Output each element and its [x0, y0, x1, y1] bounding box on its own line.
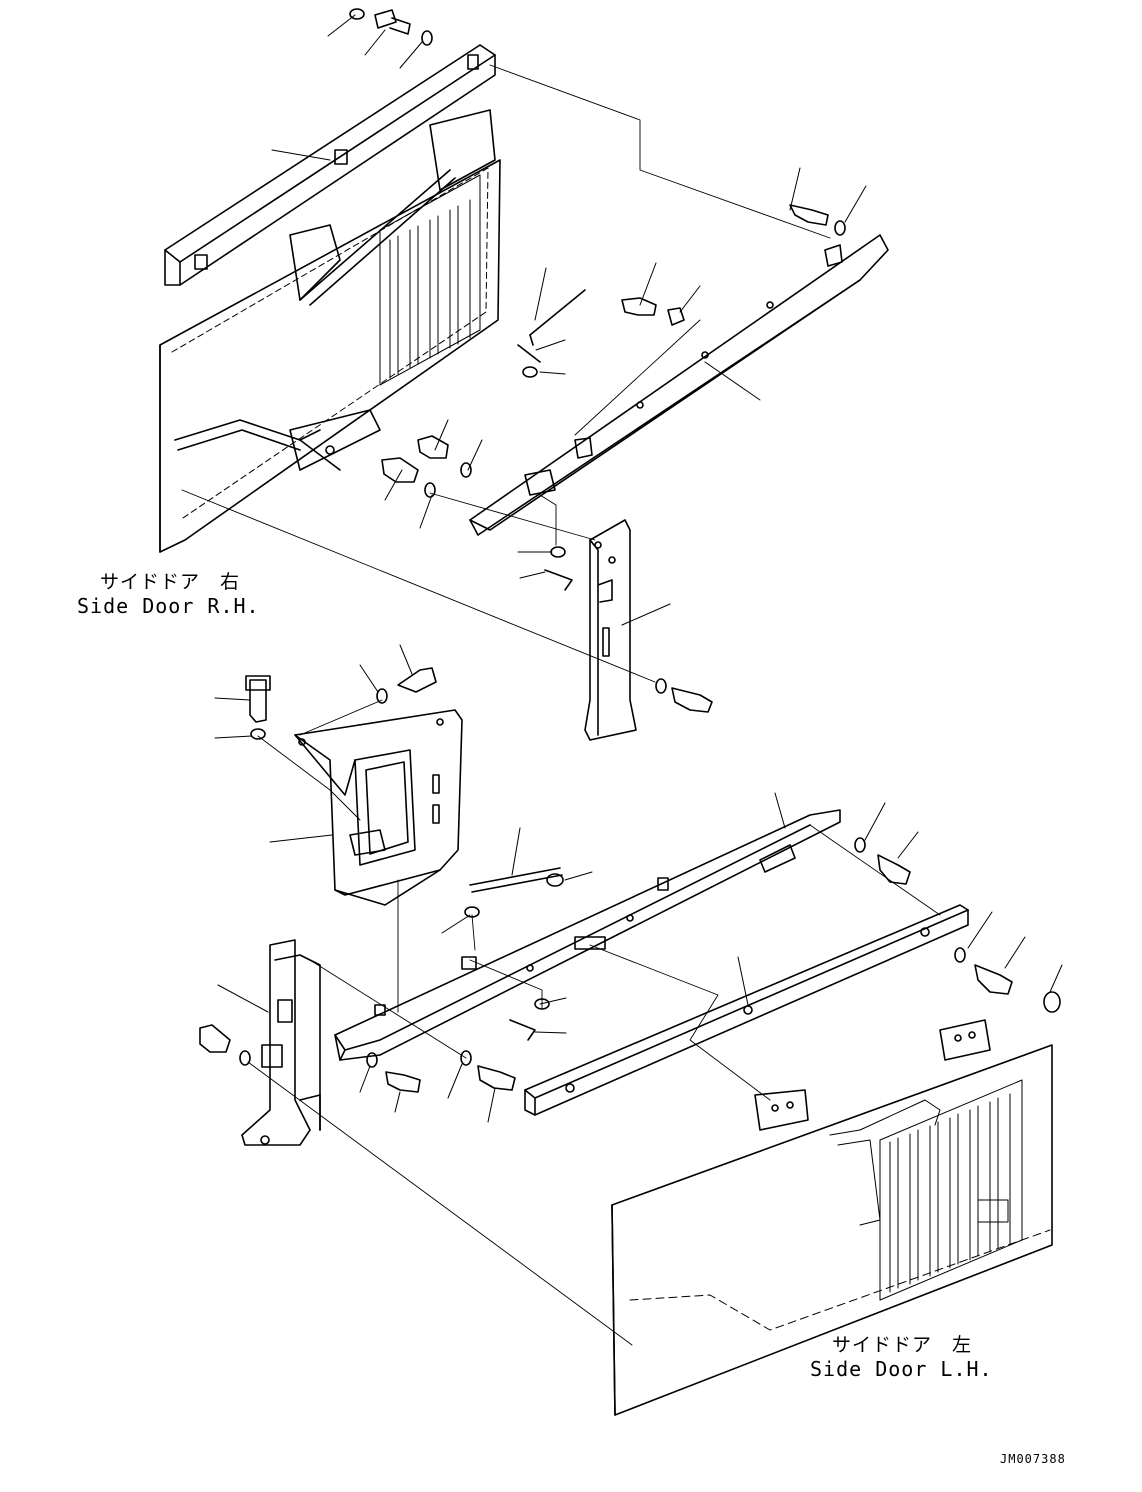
- upper-vertical-bracket: [584, 519, 637, 741]
- right-door-label-jp: サイドドア 右: [100, 571, 241, 593]
- left-door-label-en: Side Door L.H.: [810, 1357, 993, 1381]
- lower-rail-lower: [524, 904, 969, 1116]
- middle-fasteners: [245, 667, 437, 740]
- left-door-label-jp: サイドドア 左: [832, 1334, 973, 1356]
- side-door-lh-louver: [829, 1079, 1023, 1301]
- lower-leader-lines: [214, 644, 1063, 1123]
- side-door-lh-panel: [611, 1044, 1053, 1416]
- lower-assembly-lines: [247, 699, 941, 1346]
- right-door-label-en: Side Door R.H.: [77, 594, 260, 618]
- side-door-rh-panel: [159, 109, 501, 553]
- upper-leader-lines: [271, 14, 867, 626]
- drawing-code: JM007388: [1000, 1452, 1066, 1466]
- lower-right-fasteners: [854, 837, 1061, 1013]
- top-fasteners: [349, 8, 433, 46]
- side-door-rh-louver: [379, 174, 481, 386]
- upper-right-fasteners: [381, 204, 846, 498]
- middle-rod-and-washers: [464, 867, 564, 1041]
- upper-hinge-bracket: [289, 409, 381, 471]
- lower-left-fasteners: [199, 1024, 516, 1093]
- lower-left-vertical-bracket: [241, 939, 321, 1146]
- upper-right-rail: [469, 234, 889, 536]
- middle-frame-bracket: [294, 709, 463, 906]
- upper-assembly-lines: [181, 64, 831, 683]
- side-door-lh-hinges: [754, 1019, 991, 1131]
- lower-rail-upper: [334, 809, 841, 1061]
- upper-pin-clip: [544, 546, 713, 713]
- top-mounting-bar: [164, 44, 496, 286]
